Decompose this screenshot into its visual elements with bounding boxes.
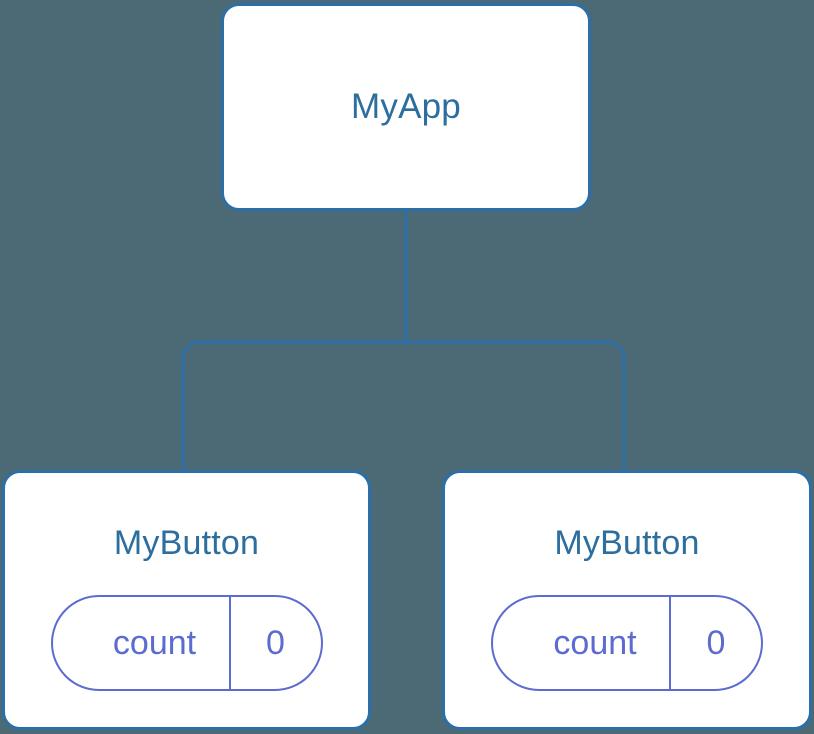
state-value-1: 0 [228,597,321,689]
node-mybutton-1[interactable]: MyButton count 0 [2,470,371,730]
state-pill-2[interactable]: count 0 [491,595,763,691]
node-myapp[interactable]: MyApp [221,3,591,211]
state-value-2: 0 [669,597,761,689]
state-key-1: count [112,624,197,662]
node-mybutton-2-label: MyButton [554,524,700,562]
state-key-2: count [553,624,637,662]
node-mybutton-1-label: MyButton [113,524,260,562]
edge-to-child-2 [406,340,626,471]
node-myapp-label: MyApp [351,87,461,126]
edge-to-child-1 [181,340,406,471]
state-pill-1[interactable]: count 0 [50,595,323,691]
node-mybutton-2[interactable]: MyButton count 0 [442,470,812,730]
